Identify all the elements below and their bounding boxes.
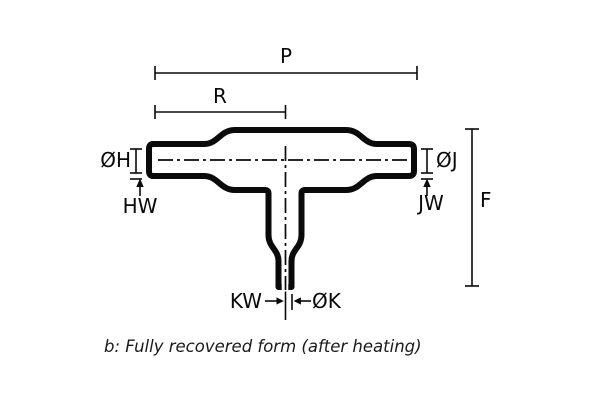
ok-dimension-label: ØK <box>312 289 342 313</box>
hw-dimension-label: HW <box>123 194 158 218</box>
jw-up-arrowhead <box>423 178 431 187</box>
dimension-kw-ok: KW ØK <box>230 289 342 313</box>
centerlines <box>158 146 412 320</box>
oj-dimension-label: ØJ <box>436 148 458 172</box>
figure-caption: b: Fully recovered form (after heating) <box>104 337 422 356</box>
kw-right-arrowhead <box>276 297 284 305</box>
ok-left-arrowhead <box>293 297 301 305</box>
t-boot-outline <box>146 127 417 290</box>
kw-dimension-label: KW <box>230 289 262 313</box>
part-outline-group <box>146 127 417 292</box>
hw-up-arrowhead <box>136 178 144 187</box>
p-dimension-label: P <box>280 44 292 68</box>
dimension-p: P <box>154 44 418 80</box>
f-dimension-label: F <box>480 188 492 212</box>
dimension-oh-hw: ØH HW <box>100 148 157 218</box>
r-dimension-label: R <box>213 84 227 108</box>
dimension-f: F <box>465 128 492 287</box>
dimension-oj-jw: ØJ JW <box>416 148 457 215</box>
dimension-r: R <box>154 84 287 119</box>
jw-dimension-label: JW <box>416 191 444 215</box>
oh-dimension-label: ØH <box>100 148 131 172</box>
